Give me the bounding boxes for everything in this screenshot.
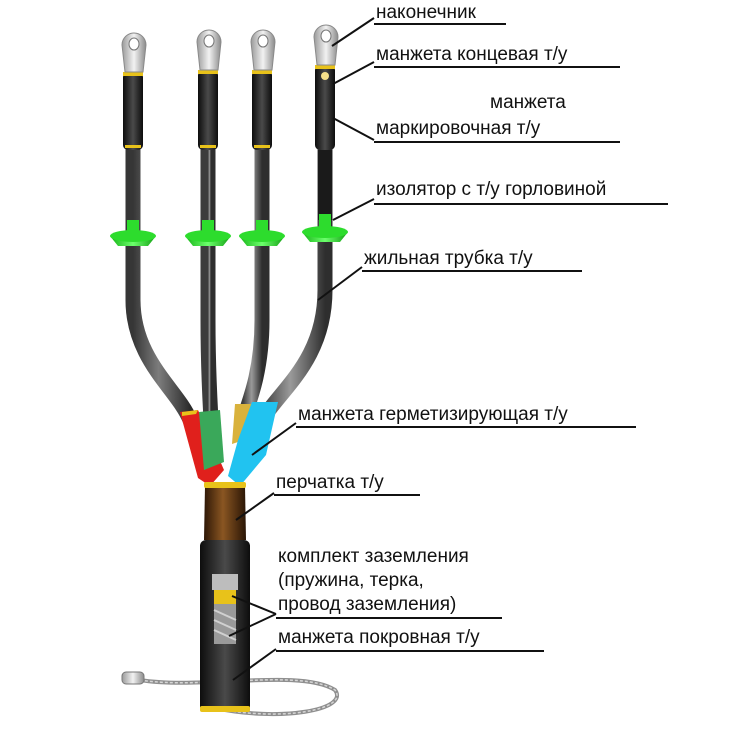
label-grounding-line2: (пружина, терка, — [278, 570, 424, 591]
label-grounding-line1: комплект заземления — [278, 546, 469, 567]
underline-end-cuff — [374, 66, 620, 68]
underline-lug — [374, 23, 506, 25]
underline-grounding — [276, 617, 502, 619]
label-sealing-cuff: манжета герметизирующая т/у — [298, 404, 568, 425]
label-end-cuff: манжета концевая т/у — [376, 44, 568, 65]
underline-marking-cuff — [374, 141, 620, 143]
underline-sealing-cuff — [296, 426, 636, 428]
underline-insulator — [374, 203, 668, 205]
sealing-cuffs — [180, 402, 278, 486]
label-marking-cuff-line1: манжета — [490, 92, 566, 113]
label-glove: перчатка т/у — [276, 472, 384, 493]
cover-cuff — [200, 540, 250, 712]
label-insulator: изолятор с т/у горловиной — [376, 179, 607, 200]
insulators — [110, 214, 348, 246]
underline-cover-cuff — [276, 650, 544, 652]
underline-glove — [274, 494, 420, 496]
lugs — [121, 24, 339, 80]
label-core-tube: жильная трубка т/у — [364, 248, 533, 269]
ground-wire — [121, 671, 339, 717]
label-cover-cuff: манжета покровная т/у — [278, 627, 480, 648]
top-cuffs — [123, 65, 335, 220]
underline-core-tube — [362, 270, 582, 272]
label-lug: наконечник — [376, 2, 476, 23]
core-tubes — [125, 142, 333, 428]
label-grounding-line3: провод заземления) — [278, 594, 457, 615]
leader-lines — [228, 17, 375, 681]
label-marking-cuff-line2: маркировочная т/у — [376, 118, 541, 139]
glove — [204, 482, 246, 540]
